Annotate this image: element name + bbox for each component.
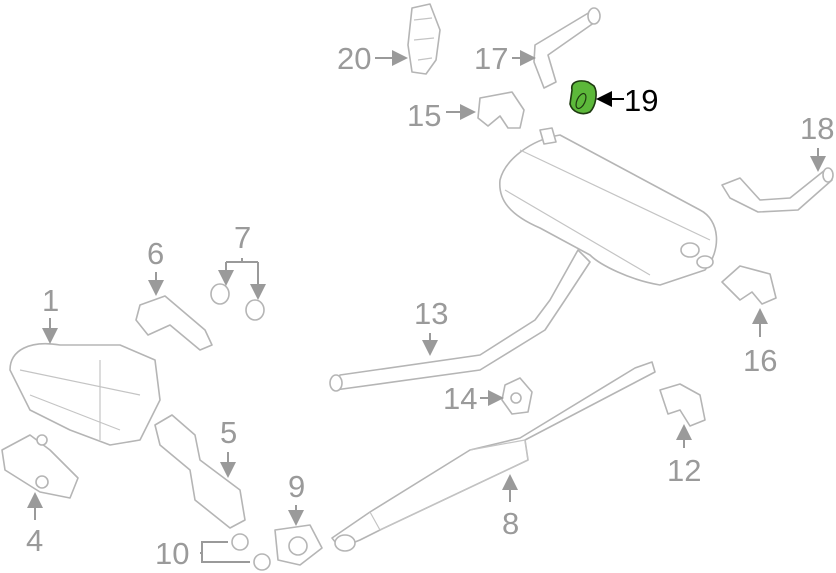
part-8-center-muffler[interactable]	[331, 361, 656, 552]
callout-6[interactable]: 6	[147, 236, 165, 271]
part-7-nuts[interactable]	[210, 283, 265, 321]
callout-5[interactable]: 5	[220, 415, 238, 450]
callout-15[interactable]: 15	[407, 98, 442, 133]
part-18-tail-pipe[interactable]	[721, 167, 834, 213]
rear-muffler[interactable]	[329, 127, 718, 392]
part-19-clamp[interactable]	[569, 80, 597, 115]
callout-9[interactable]: 9	[288, 469, 306, 504]
callout-12[interactable]: 12	[667, 453, 702, 488]
part-1-catalytic-converter[interactable]	[9, 343, 161, 446]
callout-1[interactable]: 1	[42, 283, 60, 318]
part-14-rubber-hanger[interactable]	[501, 377, 533, 415]
part-6-heat-shield[interactable]	[135, 295, 213, 351]
callout-18[interactable]: 18	[800, 111, 835, 146]
part-9-gasket[interactable]	[274, 524, 323, 566]
part-20-heat-shield[interactable]	[407, 3, 441, 75]
callout-10[interactable]: 10	[155, 536, 190, 571]
part-16-hanger-bracket[interactable]	[721, 265, 777, 305]
part-5-bracket[interactable]	[154, 414, 246, 529]
part-12-clamp[interactable]	[659, 383, 706, 427]
callout-arrows	[27, 50, 826, 563]
callout-16[interactable]: 16	[743, 343, 778, 378]
callout-20[interactable]: 20	[337, 41, 372, 76]
callout-14[interactable]: 14	[443, 381, 478, 416]
callout-17[interactable]: 17	[474, 41, 509, 76]
callout-13[interactable]: 13	[414, 296, 449, 331]
callout-7[interactable]: 7	[234, 220, 252, 255]
callout-19-selected[interactable]: 19	[624, 83, 659, 118]
part-17-pipe[interactable]	[533, 7, 601, 89]
callout-8[interactable]: 8	[502, 506, 520, 541]
part-4-bracket[interactable]	[1, 434, 79, 499]
part-10-nuts[interactable]	[231, 533, 271, 571]
part-15-hanger-bracket[interactable]	[477, 91, 525, 129]
callout-4[interactable]: 4	[26, 523, 44, 558]
